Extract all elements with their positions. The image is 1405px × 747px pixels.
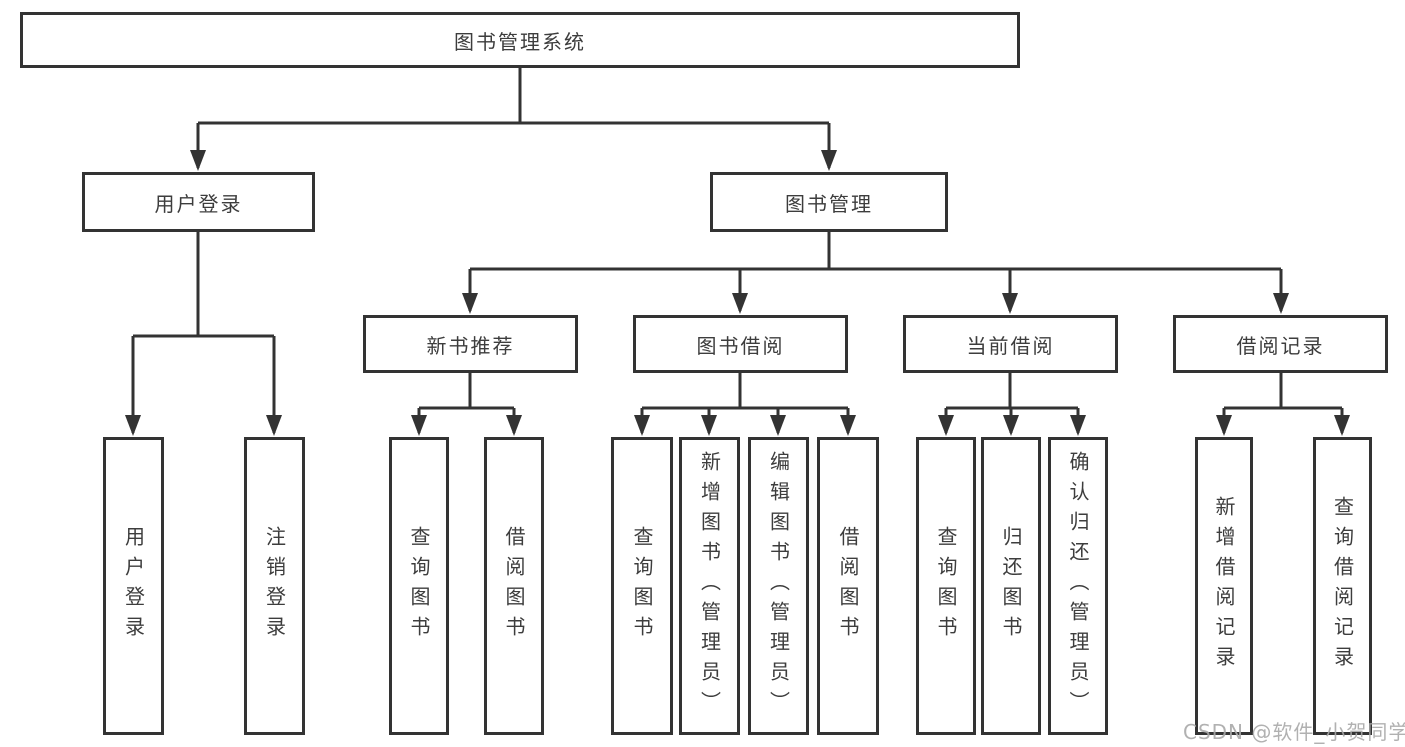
node-root-label: 图书管理系统 — [454, 29, 586, 54]
node-book-borrow-label: 图书借阅 — [696, 333, 785, 358]
leaf-query-books-3: 查询图书 — [916, 437, 976, 735]
leaf-query-books-1: 查询图书 — [389, 437, 449, 735]
leaf-query-books-2: 查询图书 — [611, 437, 673, 735]
arrowhead-icon — [770, 415, 786, 436]
leaf-borrow-books-2-label: 借阅图书 — [836, 526, 860, 646]
arrowhead-icon — [1003, 415, 1019, 436]
node-root: 图书管理系统 — [20, 12, 1020, 68]
leaf-borrow-books-1-label: 借阅图书 — [502, 526, 526, 646]
arrowhead-icon — [1334, 415, 1350, 436]
csdn-watermark: CSDN @软件_小贺同学 — [1183, 720, 1405, 744]
arrowheads — [125, 150, 1350, 436]
arrowhead-icon — [840, 415, 856, 436]
arrowhead-icon — [125, 415, 141, 436]
arrowhead-icon — [1216, 415, 1232, 436]
arrowhead-icon — [1070, 415, 1086, 436]
node-book-management: 图书管理 — [710, 172, 948, 232]
arrowhead-icon — [732, 293, 748, 314]
leaf-user-login: 用户登录 — [103, 437, 164, 735]
arrowhead-icon — [1273, 293, 1289, 314]
leaf-add-books-admin: 新增图书（管理员） — [679, 437, 740, 735]
arrowhead-icon — [266, 415, 282, 436]
leaf-borrow-books-1: 借阅图书 — [484, 437, 544, 735]
node-new-book-recommend-label: 新书推荐 — [426, 333, 515, 358]
leaf-query-books-3-label: 查询图书 — [934, 526, 958, 646]
node-borrow-records: 借阅记录 — [1173, 315, 1388, 373]
node-new-book-recommend: 新书推荐 — [363, 315, 578, 373]
arrowhead-icon — [411, 415, 427, 436]
connector-paths — [131, 68, 1344, 433]
leaf-add-books-admin-label: 新增图书（管理员） — [697, 451, 722, 721]
node-borrow-records-label: 借阅记录 — [1236, 333, 1325, 358]
leaf-edit-books-admin-label: 编辑图书（管理员） — [766, 451, 791, 721]
leaf-query-books-2-label: 查询图书 — [630, 526, 654, 646]
node-current-borrow: 当前借阅 — [903, 315, 1118, 373]
leaf-confirm-return-admin: 确认归还（管理员） — [1048, 437, 1108, 735]
leaf-logout-label: 注销登录 — [262, 526, 287, 646]
node-user-login-label: 用户登录 — [154, 191, 243, 216]
arrowhead-icon — [462, 293, 478, 314]
leaf-user-login-label: 用户登录 — [121, 526, 146, 646]
arrowhead-icon — [938, 415, 954, 436]
leaf-add-borrow-record-label: 新增借阅记录 — [1212, 496, 1236, 676]
node-current-borrow-label: 当前借阅 — [966, 333, 1055, 358]
leaf-query-books-1-label: 查询图书 — [407, 526, 431, 646]
node-book-borrow: 图书借阅 — [633, 315, 848, 373]
arrowhead-icon — [821, 150, 837, 171]
arrowhead-icon — [190, 150, 206, 171]
leaf-edit-books-admin: 编辑图书（管理员） — [748, 437, 809, 735]
leaf-logout: 注销登录 — [244, 437, 305, 735]
leaf-confirm-return-admin-label: 确认归还（管理员） — [1066, 451, 1090, 721]
leaf-return-books-label: 归还图书 — [999, 526, 1023, 646]
leaf-borrow-books-2: 借阅图书 — [817, 437, 879, 735]
arrowhead-icon — [1002, 293, 1018, 314]
node-user-login: 用户登录 — [82, 172, 315, 232]
node-book-management-label: 图书管理 — [785, 191, 873, 216]
arrowhead-icon — [634, 415, 650, 436]
leaf-query-borrow-record-label: 查询借阅记录 — [1330, 496, 1355, 676]
leaf-query-borrow-record: 查询借阅记录 — [1313, 437, 1372, 735]
leaf-return-books: 归还图书 — [981, 437, 1041, 735]
arrowhead-icon — [701, 415, 717, 436]
leaf-add-borrow-record: 新增借阅记录 — [1195, 437, 1253, 735]
arrowhead-icon — [506, 415, 522, 436]
